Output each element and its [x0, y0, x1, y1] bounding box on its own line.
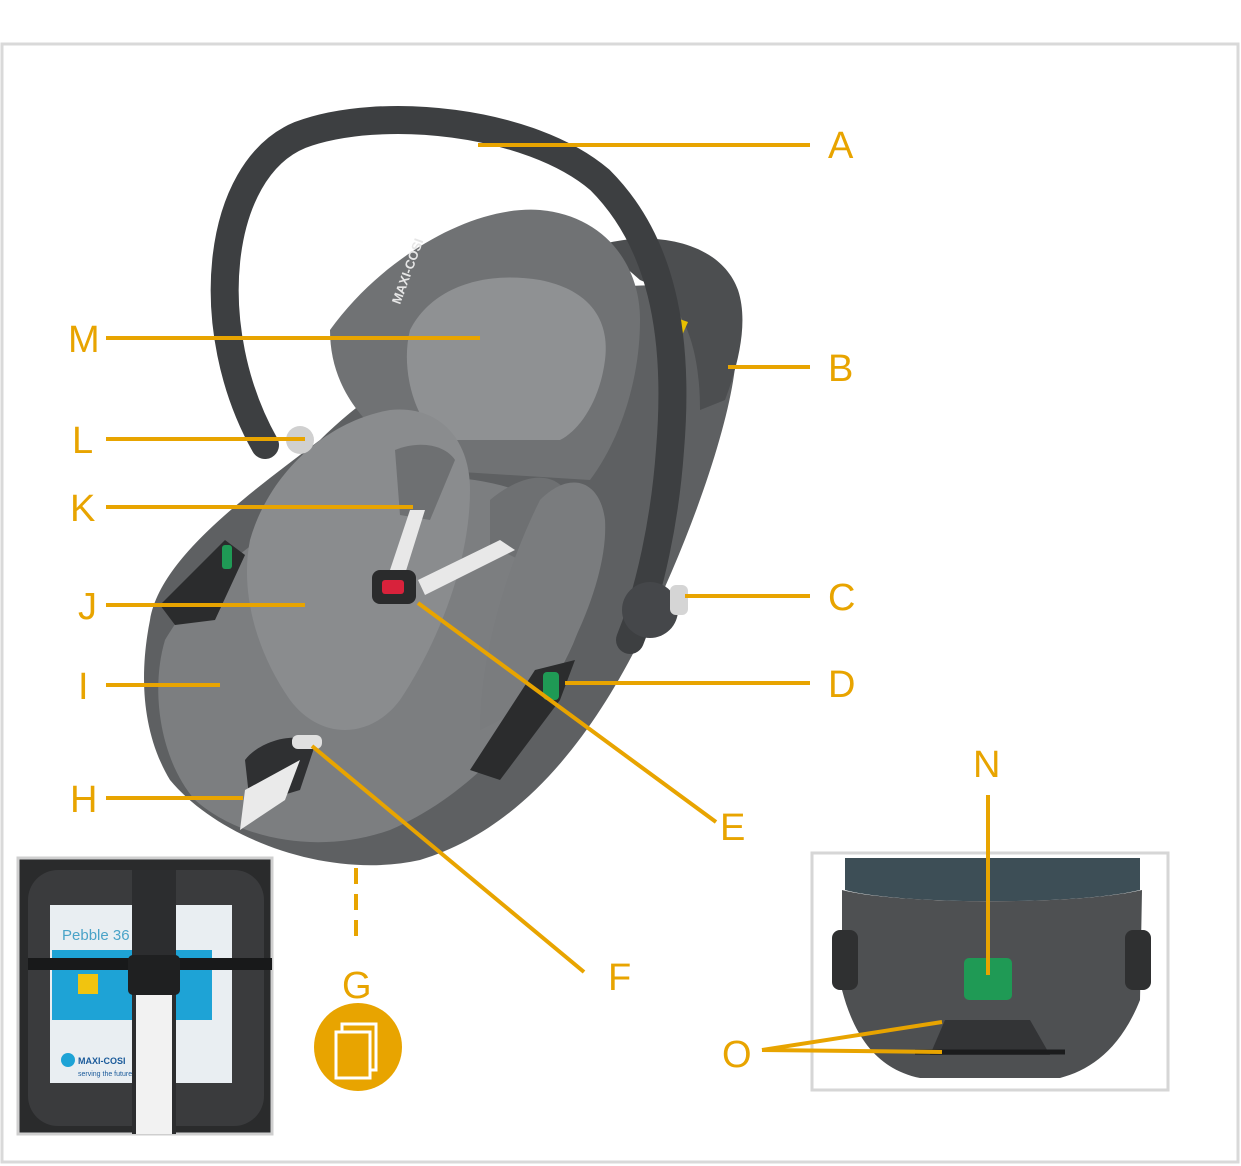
label-I: I [78, 666, 89, 708]
handle-pivot-right [622, 582, 678, 638]
leader-E [416, 601, 718, 824]
label-A: A [828, 125, 854, 167]
leader-F [310, 744, 586, 974]
inset-right-base-rear [761, 795, 1170, 1092]
inset-right-foot [930, 1020, 1050, 1055]
label-H: H [70, 779, 97, 821]
callout-labels: A B C D E F G H I J K L M N O [68, 125, 1000, 1076]
label-M: M [68, 319, 100, 361]
label-F: F [608, 957, 631, 999]
manual-icon-front-page [334, 1030, 372, 1080]
inset-left-yellow-tag [78, 974, 98, 994]
callout-lines [106, 143, 810, 974]
label-G: G [342, 965, 372, 1007]
canopy [600, 238, 743, 410]
car-seat-illustration: MAXI-COSI [144, 106, 743, 866]
label-B: B [828, 348, 853, 390]
label-J: J [78, 586, 97, 628]
leader-O-upper [761, 1020, 943, 1052]
manual-icon [314, 1003, 402, 1091]
inset-left-brand-logo [61, 1053, 75, 1067]
label-C: C [828, 577, 855, 619]
belt-guide-clip [292, 735, 322, 749]
inset-right-seat-body [845, 858, 1140, 902]
label-N: N [973, 744, 1000, 786]
inset-left-manual-storage: Pebble 36 MAXI-COSI serving the future [16, 856, 274, 1136]
label-K: K [70, 488, 95, 530]
left-indicator [222, 545, 232, 569]
inset-right-wheel-left [832, 930, 858, 990]
lap-belt [240, 760, 300, 830]
outer-frame [0, 42, 1240, 1164]
right-indicator [543, 672, 559, 700]
shoulder-pad-left [395, 444, 455, 520]
carry-handle [210, 106, 687, 654]
label-O: O [722, 1034, 752, 1076]
inset-left-brand-tagline: serving the future [78, 1071, 132, 1078]
label-E: E [720, 807, 745, 849]
label-L: L [72, 420, 93, 462]
leader-O-lower [761, 1048, 943, 1054]
inset-right-green-indicator [964, 958, 1012, 1000]
side-wing-right [480, 482, 606, 730]
inset-left-card-title: Pebble 36 [62, 927, 130, 944]
inset-right-wheel-right [1125, 930, 1151, 990]
buckle-red-button [382, 580, 404, 594]
inset-left-clip [128, 955, 180, 995]
handle-release-button [670, 585, 688, 615]
inset-left-brand: MAXI-COSI [78, 1056, 126, 1066]
head-cushion [406, 277, 606, 440]
harness-strap-right [418, 540, 515, 595]
inset-left-belt [136, 990, 172, 1134]
label-D: D [828, 664, 855, 706]
